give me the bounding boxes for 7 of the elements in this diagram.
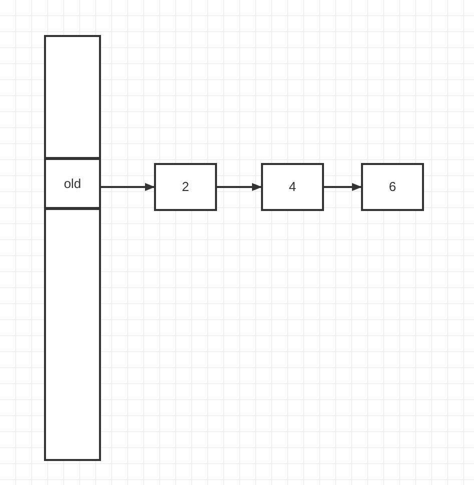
arrow xyxy=(217,183,262,191)
arrow xyxy=(101,183,155,191)
arrow xyxy=(324,183,362,191)
node-box: 4 xyxy=(261,163,324,211)
node-box: 2 xyxy=(154,163,217,211)
node-box: 6 xyxy=(361,163,424,211)
node-box: old xyxy=(44,158,101,209)
